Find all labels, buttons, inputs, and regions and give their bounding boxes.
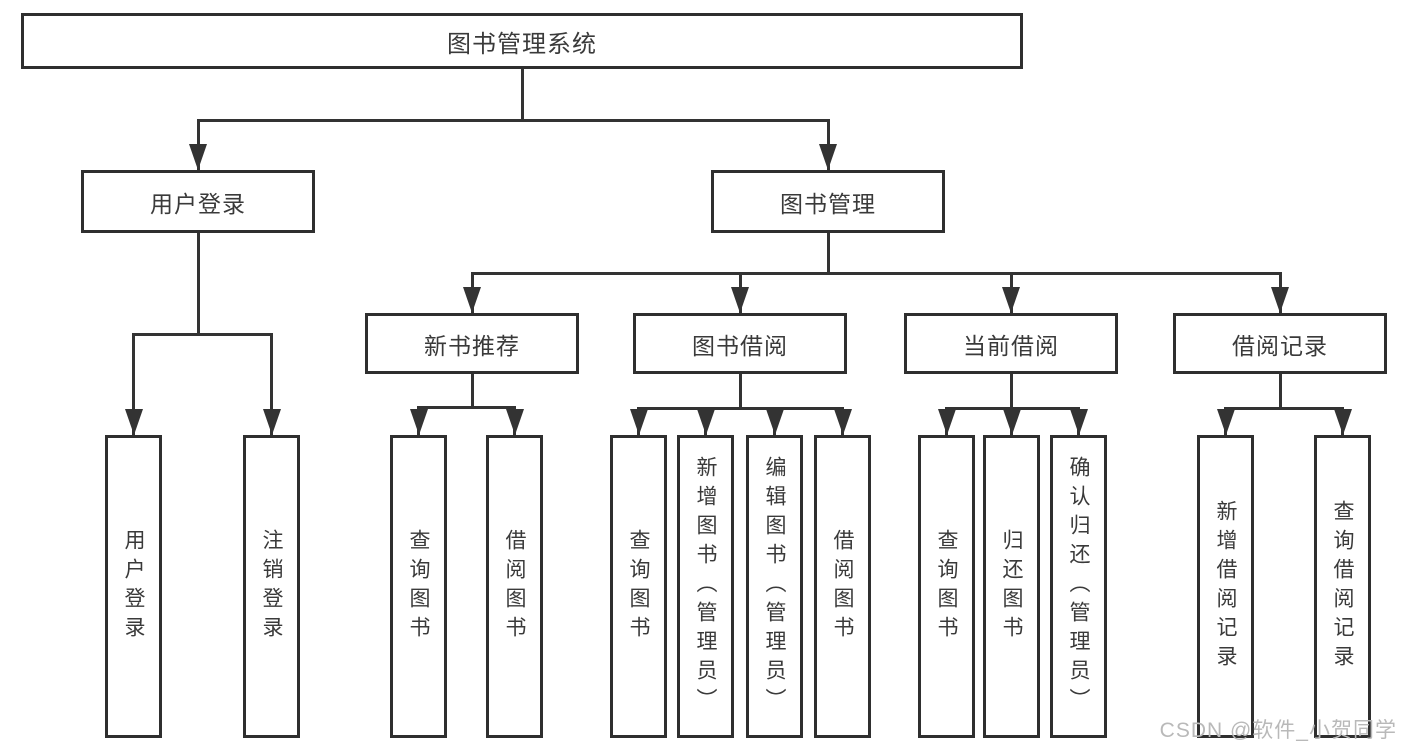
connector-line — [1009, 374, 1013, 410]
arrowhead-down-icon — [1069, 409, 1088, 435]
leaf-query-books-borrow: 查询图书 — [610, 435, 667, 738]
connector-line — [132, 333, 273, 336]
node-borrowing-records: 借阅记录 — [1173, 313, 1387, 374]
node-label: 图书管理系统 — [447, 30, 597, 58]
connector-line — [520, 69, 524, 122]
node-label: 新书推荐 — [424, 332, 520, 359]
arrowhead-down-icon — [937, 409, 956, 435]
connector-line — [826, 233, 830, 275]
connector-line — [132, 333, 135, 435]
leaf-query-books-current: 查询图书 — [918, 435, 975, 738]
arrowhead-down-icon — [731, 287, 749, 313]
node-book-management-branch: 图书管理 — [711, 170, 945, 233]
arrowhead-down-icon — [505, 409, 524, 435]
leaf-logout: 注销登录 — [243, 435, 300, 738]
arrowhead-down-icon — [409, 409, 428, 435]
csdn-watermark: CSDN @软件_小贺同学 — [1159, 719, 1397, 742]
arrowhead-down-icon — [463, 287, 481, 313]
arrowhead-down-icon — [124, 409, 143, 435]
node-label: 确认归还（管理员） — [1067, 456, 1091, 717]
node-label: 查询图书 — [627, 528, 651, 645]
leaf-add-books-admin: 新增图书（管理员） — [677, 435, 734, 738]
node-label: 图书管理 — [780, 190, 876, 217]
leaf-user-login: 用户登录 — [105, 435, 162, 738]
arrowhead-down-icon — [1271, 287, 1289, 313]
leaf-borrow-books: 借阅图书 — [814, 435, 871, 738]
node-label: 查询图书 — [407, 528, 431, 645]
leaf-confirm-return-admin: 确认归还（管理员） — [1050, 435, 1107, 738]
leaf-add-borrow-record: 新增借阅记录 — [1197, 435, 1254, 738]
arrowhead-down-icon — [765, 409, 784, 435]
node-book-borrowing: 图书借阅 — [633, 313, 847, 374]
connector-line — [196, 119, 830, 122]
arrowhead-down-icon — [1002, 287, 1020, 313]
arrowhead-down-icon — [1333, 409, 1352, 435]
node-label: 借阅图书 — [831, 528, 855, 645]
node-current-borrowing: 当前借阅 — [904, 313, 1118, 374]
node-label: 借阅图书 — [503, 528, 527, 645]
node-label: 用户登录 — [122, 528, 146, 645]
connector-line — [270, 333, 273, 435]
arrowhead-down-icon — [1002, 409, 1021, 435]
arrowhead-down-icon — [1216, 409, 1235, 435]
node-library-management-system: 图书管理系统 — [21, 13, 1023, 69]
connector-line — [196, 233, 200, 336]
arrowhead-down-icon — [262, 409, 281, 435]
node-label: 借阅记录 — [1232, 332, 1328, 359]
leaf-return-books: 归还图书 — [983, 435, 1040, 738]
leaf-query-books-recommend: 查询图书 — [390, 435, 447, 738]
node-label: 新增借阅记录 — [1214, 499, 1238, 674]
arrowhead-down-icon — [629, 409, 648, 435]
arrowhead-down-icon — [833, 409, 852, 435]
leaf-query-borrow-record: 查询借阅记录 — [1314, 435, 1371, 738]
node-label: 归还图书 — [1000, 528, 1024, 645]
leaf-borrow-books-recommend: 借阅图书 — [486, 435, 543, 738]
connector-line — [637, 407, 844, 410]
connector-line — [470, 374, 474, 409]
leaf-edit-books-admin: 编辑图书（管理员） — [746, 435, 803, 738]
connector-line — [1278, 374, 1282, 410]
node-label: 新增图书（管理员） — [694, 456, 718, 717]
connector-line — [1224, 407, 1344, 410]
node-new-book-recommendation: 新书推荐 — [365, 313, 579, 374]
arrowhead-down-icon — [819, 144, 837, 170]
arrowhead-down-icon — [189, 144, 207, 170]
node-user-login-branch: 用户登录 — [81, 170, 315, 233]
connector-line — [417, 406, 516, 409]
node-label: 编辑图书（管理员） — [763, 456, 787, 717]
node-label: 用户登录 — [150, 190, 246, 217]
connector-line — [738, 374, 742, 410]
node-label: 当前借阅 — [963, 332, 1059, 359]
node-label: 图书借阅 — [692, 332, 788, 359]
arrowhead-down-icon — [696, 409, 715, 435]
connector-line — [470, 272, 1282, 275]
node-label: 查询借阅记录 — [1331, 499, 1355, 674]
node-label: 注销登录 — [260, 528, 284, 645]
node-label: 查询图书 — [935, 528, 959, 645]
